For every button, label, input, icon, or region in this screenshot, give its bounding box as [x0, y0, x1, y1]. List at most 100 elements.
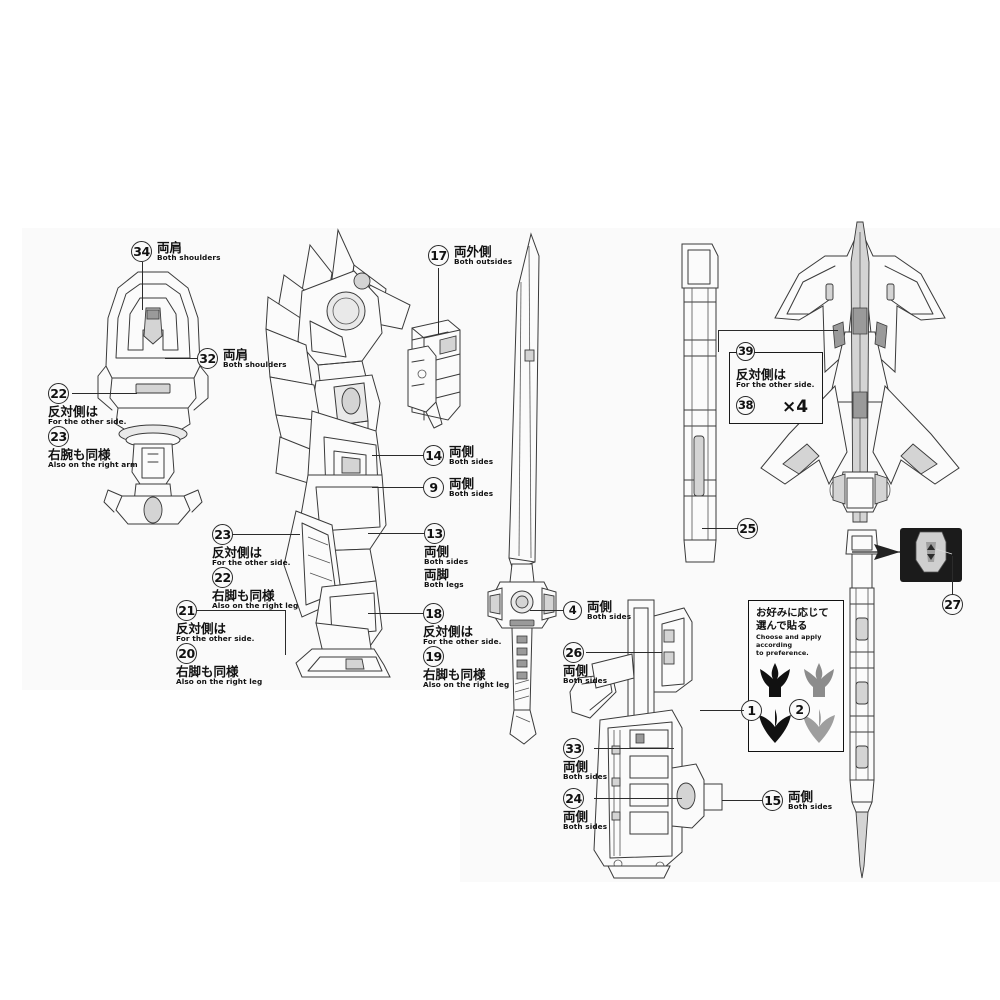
callout-9[interactable]: 9 両側 Both sides	[423, 477, 494, 499]
callout-bubble-24[interactable]: 24	[563, 788, 584, 809]
callout-19[interactable]: 19 右脚も同様 Also on the right leg	[423, 646, 509, 689]
leader-line-39v	[718, 330, 720, 352]
callout-bubble-27[interactable]: 27	[942, 594, 963, 615]
callout-en-26: Both sides	[563, 676, 608, 686]
callout-20[interactable]: 20 右脚も同様 Also on the right leg	[176, 643, 262, 686]
callout-bubble-23a[interactable]: 23	[48, 426, 69, 447]
callout-jp-24: 両側	[563, 809, 589, 824]
emblem-2-gray	[804, 663, 834, 697]
callout-en-22a: For the other side.	[48, 417, 127, 427]
callout-bubble-9[interactable]: 9	[423, 477, 444, 499]
callout-32[interactable]: 32 両肩 Both shoulders	[197, 347, 287, 370]
callout-jp-15: 両側	[788, 789, 814, 804]
callout-bubble-38[interactable]: 38	[736, 396, 755, 415]
callout-jp-4: 両側	[587, 599, 613, 614]
callout-en-18: For the other side.	[423, 637, 502, 647]
shoulder-armor-front-view	[97, 271, 209, 525]
lance-shaft	[681, 243, 719, 563]
callout-23a[interactable]: 23 右腕も同様 Also on the right arm	[48, 426, 138, 469]
callout-18[interactable]: 18 反対側は For the other side.	[423, 603, 502, 646]
callout-bubble-26[interactable]: 26	[563, 642, 584, 663]
callout-jp-13: 両側	[424, 544, 450, 559]
callout-jp-26: 両側	[563, 663, 589, 678]
callout-24[interactable]: 24 両側 Both sides	[563, 788, 607, 831]
callout-bubble-25[interactable]: 25	[737, 518, 758, 539]
callout-jp-32: 両肩	[223, 347, 249, 362]
callout-33[interactable]: 33 両側 Both sides	[563, 738, 607, 781]
callout-bubble-23b[interactable]: 23	[212, 524, 233, 545]
callout-bubble-1[interactable]: 1	[741, 700, 762, 721]
callout-jp-23a: 右腕も同様	[48, 447, 111, 462]
callout-en-32: Both shoulders	[223, 360, 287, 370]
callout-jp-33: 両側	[563, 759, 589, 774]
leader-line-9	[372, 487, 425, 489]
callout-jp-20: 右脚も同様	[176, 664, 239, 679]
detail-inset-photo-27	[900, 528, 962, 582]
qty-bubble-38-wrap[interactable]: 38	[736, 396, 755, 415]
lance-tip	[845, 529, 879, 879]
callout-bubble-15[interactable]: 15	[762, 790, 783, 812]
callout-23b[interactable]: 23 反対側は For the other side.	[212, 524, 291, 567]
callout-27[interactable]: 27	[942, 594, 963, 615]
callout-jp-34: 両肩	[157, 240, 183, 255]
leader-line-23b	[232, 534, 300, 536]
callout-bubble-17[interactable]: 17	[428, 245, 449, 267]
callout-17[interactable]: 17 両外側 Both outsides	[428, 244, 512, 267]
callout-25[interactable]: 25	[737, 518, 758, 539]
callout-en2-13: Both legs	[424, 580, 464, 590]
callout-22b[interactable]: 22 右脚も同様 Also on the right leg	[212, 567, 298, 610]
callout-bubble-4[interactable]: 4	[563, 601, 582, 621]
callout-bubble-20[interactable]: 20	[176, 643, 197, 664]
callout-jp-18: 反対側は	[423, 624, 474, 639]
callout-34[interactable]: 34 両肩 Both shoulders	[131, 240, 221, 263]
leader-line-21h	[196, 610, 286, 612]
callout-bubble-32[interactable]: 32	[197, 348, 218, 370]
callout-bubble-34[interactable]: 34	[131, 241, 152, 263]
qty-jp-39: 反対側は	[736, 367, 787, 382]
callout-en-9: Both sides	[449, 489, 494, 499]
callout-en-14: Both sides	[449, 457, 494, 467]
callout-14[interactable]: 14 両側 Both sides	[423, 445, 494, 467]
callout-22a[interactable]: 22 反対側は For the other side.	[48, 383, 127, 426]
callout-bubble-18[interactable]: 18	[423, 603, 444, 624]
decal-preference-box: お好みに応じて 選んで貼る Choose and apply according…	[748, 600, 844, 752]
callout-bubble-21[interactable]: 21	[176, 600, 197, 621]
callout-en-23a: Also on the right arm	[48, 460, 138, 470]
qty-bubble-39-wrap[interactable]: 39	[736, 342, 755, 361]
emblem-3-black	[759, 709, 791, 743]
leader-line-14	[372, 455, 425, 457]
callout-13[interactable]: 13 両側 Both sides 両脚 Both legs	[424, 523, 468, 589]
callout-bubble-19[interactable]: 19	[423, 646, 444, 667]
callout-bubble-33[interactable]: 33	[563, 738, 584, 759]
leader-line-17	[438, 268, 440, 334]
leader-line-39h	[718, 330, 838, 332]
callout-2[interactable]: 2	[789, 699, 810, 720]
leader-line-13	[368, 533, 426, 535]
callout-26[interactable]: 26 両側 Both sides	[563, 642, 607, 685]
callout-4[interactable]: 4 両側 Both sides	[563, 600, 631, 621]
callout-jp-22a: 反対側は	[48, 404, 99, 419]
callout-bubble-2[interactable]: 2	[789, 699, 810, 720]
callout-jp-23b: 反対側は	[212, 545, 263, 560]
callout-jp-17: 両外側	[454, 244, 492, 259]
shoulder-shield-part	[407, 319, 461, 429]
callout-jp-22b: 右脚も同様	[212, 588, 275, 603]
emblem-1-black	[760, 663, 790, 697]
leader-line-26	[586, 652, 662, 654]
callout-jp-21: 反対側は	[176, 621, 227, 636]
callout-15[interactable]: 15 両側 Both sides	[762, 789, 832, 812]
callout-bubble-14[interactable]: 14	[423, 445, 444, 467]
leader-line-27	[952, 556, 954, 596]
callout-bubble-13[interactable]: 13	[424, 523, 445, 544]
callout-en-23b: For the other side.	[212, 558, 291, 568]
callout-21[interactable]: 21 反対側は For the other side.	[176, 600, 255, 643]
callout-bubble-22a[interactable]: 22	[48, 383, 69, 404]
callout-en-21: For the other side.	[176, 634, 255, 644]
callout-bubble-39[interactable]: 39	[736, 342, 755, 361]
callout-en-34: Both shoulders	[157, 253, 221, 263]
mecha-torso-side-view	[265, 228, 411, 678]
callout-1[interactable]: 1	[741, 700, 762, 721]
decal-en-line3: to preference.	[756, 649, 809, 657]
callout-bubble-22b[interactable]: 22	[212, 567, 233, 588]
